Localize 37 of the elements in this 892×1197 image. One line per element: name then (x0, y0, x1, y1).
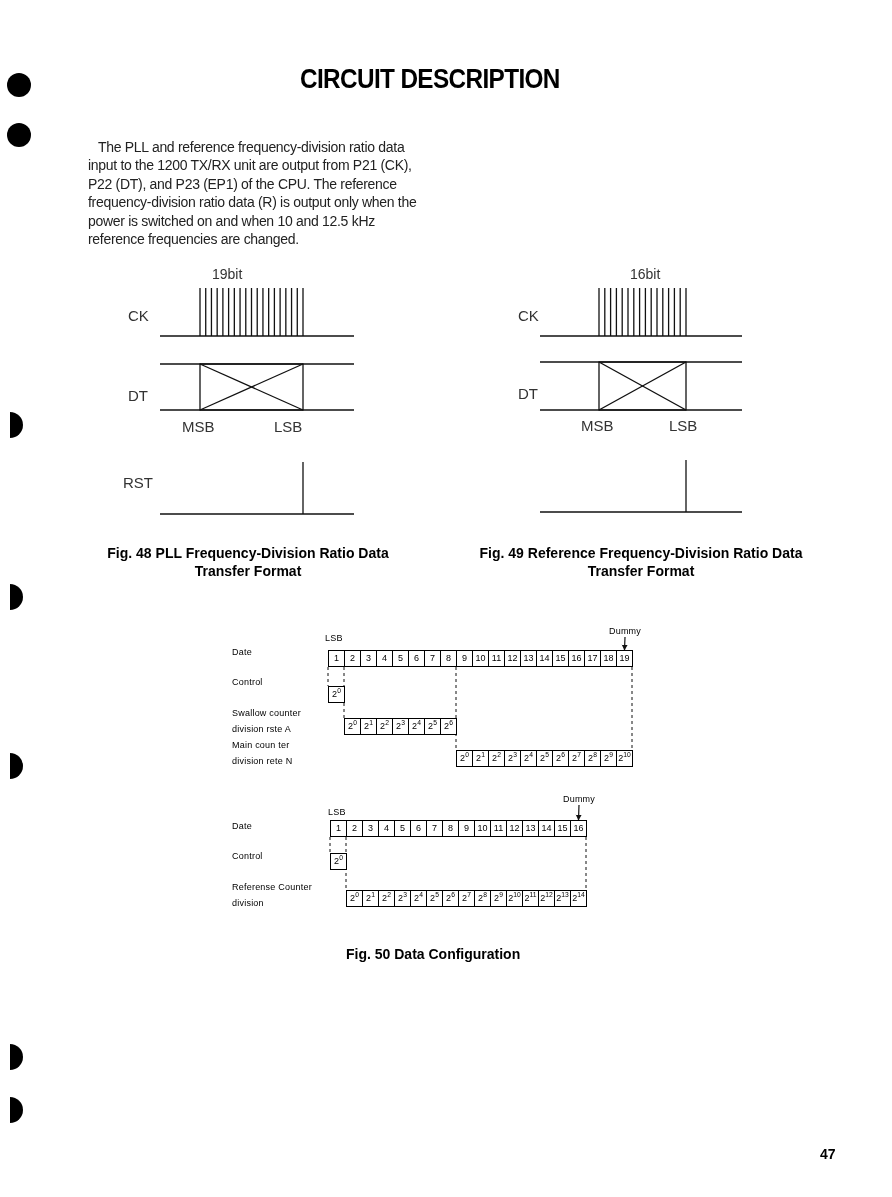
bit-count-label: 19bit (212, 265, 243, 284)
bit-cell: 16 (570, 820, 587, 837)
bit-label: MSB (581, 416, 614, 436)
dummy-label: Dummy (607, 625, 643, 637)
signal-name: DT (518, 384, 538, 404)
page-number: 47 (820, 1145, 836, 1164)
figure-caption: Fig. 50 Data Configuration (346, 945, 521, 964)
intro-paragraph: The PLL and reference frequency-division ratio data input to the 1200 TX/RX unit are output from P21 (CK), P22 (DT), and P23 (EP1) of the CPU. The reference frequency-division ratio data (R) is output only when the power is switched on and when 10 and 12.5 kHz reference frequencies are changed. (88, 138, 418, 249)
bit-cell: 2$^{14}$ (570, 890, 587, 907)
bit-cell: 2$^{0}$ (328, 686, 345, 703)
dummy-label: Dummy (561, 793, 597, 805)
page-title: CIRCUIT DESCRIPTION (300, 66, 560, 93)
row-label: Date (232, 646, 252, 659)
arrow (621, 636, 628, 651)
bit-count-label: 16bit (630, 265, 661, 284)
arrow (575, 804, 582, 821)
bit-label: LSB (669, 416, 698, 436)
row-label: Date (232, 820, 252, 833)
figure-caption: Fig. 48 PLL Frequency-Division Ratio Data Transfer Format (106, 544, 390, 580)
signal-name: RST (123, 473, 153, 493)
bit-label: MSB (182, 417, 215, 437)
bit-cell: 19 (616, 650, 633, 667)
signal-name: CK (518, 306, 539, 326)
row-label: Control (232, 676, 263, 689)
bit-label: LSB (328, 806, 346, 819)
bit-label: LSB (274, 417, 303, 437)
bit-label: LSB (325, 632, 343, 645)
row-label: Referense Counter division (232, 881, 313, 910)
row-label: Control (232, 850, 263, 863)
bit-cell: 2$^{6}$ (440, 718, 457, 735)
bit-cell: 2$^{10}$ (616, 750, 633, 767)
row-label: Swallow counter division rste A (232, 707, 302, 736)
bit-cell: 2$^{0}$ (330, 853, 347, 870)
signal-name: CK (128, 306, 149, 326)
figure-caption: Fig. 49 Reference Frequency-Division Ratio Data Transfer Format (478, 544, 804, 580)
row-label: Main coun ter division rete N (232, 739, 294, 768)
signal-name: DT (128, 386, 148, 406)
